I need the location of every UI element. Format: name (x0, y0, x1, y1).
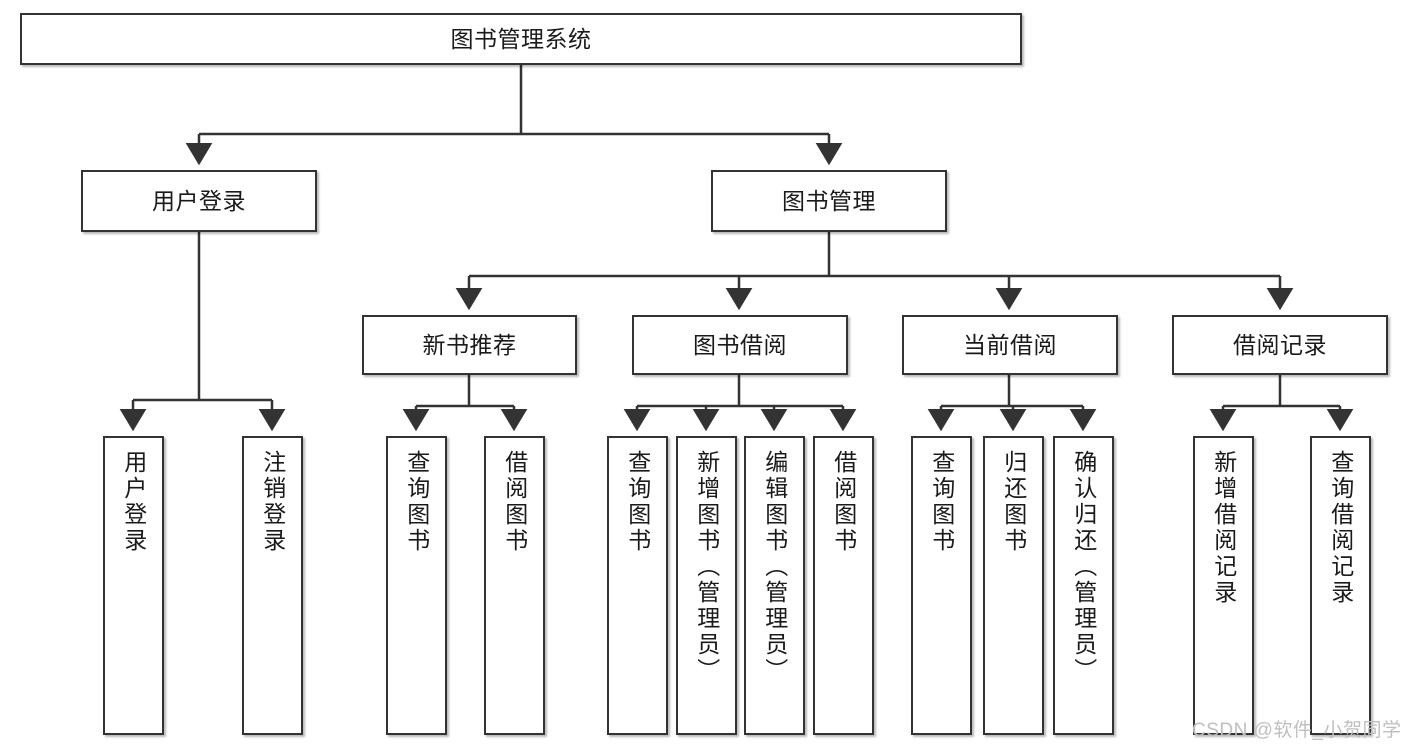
node-borrow-record-label: 借阅记录 (1233, 331, 1327, 358)
node-leaf-bb-borrow-book-label: 借阅图书 (830, 450, 857, 554)
node-leaf-bb-add-book-label: 新增图书（管理员） (693, 450, 720, 684)
node-user-login[interactable]: 用户登录 (81, 170, 317, 232)
node-leaf-cb-query-book-label: 查询图书 (928, 450, 955, 554)
node-leaf-user-login[interactable]: 用户登录 (103, 436, 164, 735)
edges-book-manage (455, 232, 1294, 311)
node-leaf-user-logout[interactable]: 注销登录 (242, 436, 303, 735)
node-user-login-label: 用户登录 (152, 187, 246, 214)
node-leaf-bb-edit-book-label: 编辑图书（管理员） (761, 450, 788, 684)
node-leaf-cb-confirm-return[interactable]: 确认归还（管理员） (1053, 436, 1114, 735)
node-book-manage-label: 图书管理 (782, 187, 876, 214)
node-new-book-recommend-label: 新书推荐 (422, 331, 517, 358)
node-leaf-user-logout-label: 注销登录 (259, 450, 286, 554)
node-leaf-cb-return-book[interactable]: 归还图书 (983, 436, 1044, 735)
node-leaf-rec-borrow-book-label: 借阅图书 (501, 450, 528, 554)
edges-book-borrow (623, 375, 857, 432)
node-leaf-rec-query-book-label: 查询图书 (403, 450, 430, 554)
node-leaf-bb-edit-book[interactable]: 编辑图书（管理员） (744, 436, 805, 735)
node-leaf-br-query-record-label: 查询借阅记录 (1327, 450, 1354, 606)
node-new-book-recommend[interactable]: 新书推荐 (362, 315, 577, 375)
node-leaf-cb-query-book[interactable]: 查询图书 (911, 436, 972, 735)
node-leaf-bb-add-book[interactable]: 新增图书（管理员） (676, 436, 737, 735)
node-leaf-bb-query-book-label: 查询图书 (624, 450, 651, 554)
node-leaf-rec-query-book[interactable]: 查询图书 (386, 436, 447, 735)
node-current-borrow-label: 当前借阅 (963, 331, 1057, 358)
node-leaf-rec-borrow-book[interactable]: 借阅图书 (484, 436, 545, 735)
node-leaf-br-query-record[interactable]: 查询借阅记录 (1310, 436, 1371, 735)
node-root[interactable]: 图书管理系统 (20, 13, 1022, 65)
edges-root (185, 65, 843, 166)
edges-current-borrow (927, 375, 1097, 432)
node-book-manage[interactable]: 图书管理 (711, 170, 947, 232)
node-leaf-user-login-label: 用户登录 (120, 450, 147, 554)
node-root-label: 图书管理系统 (450, 25, 592, 52)
node-leaf-bb-query-book[interactable]: 查询图书 (607, 436, 668, 735)
node-book-borrow[interactable]: 图书借阅 (632, 315, 848, 375)
edges-borrow-record (1209, 375, 1354, 432)
edges-new-book-recommend (402, 375, 528, 432)
node-leaf-cb-confirm-return-label: 确认归还（管理员） (1070, 450, 1097, 684)
edges-user-login (119, 232, 286, 432)
node-leaf-br-add-record-label: 新增借阅记录 (1210, 450, 1237, 606)
node-borrow-record[interactable]: 借阅记录 (1172, 315, 1388, 375)
node-current-borrow[interactable]: 当前借阅 (902, 315, 1118, 375)
node-leaf-br-add-record[interactable]: 新增借阅记录 (1193, 436, 1254, 735)
node-leaf-bb-borrow-book[interactable]: 借阅图书 (813, 436, 874, 735)
node-book-borrow-label: 图书借阅 (693, 331, 787, 358)
node-leaf-cb-return-book-label: 归还图书 (1000, 450, 1027, 554)
